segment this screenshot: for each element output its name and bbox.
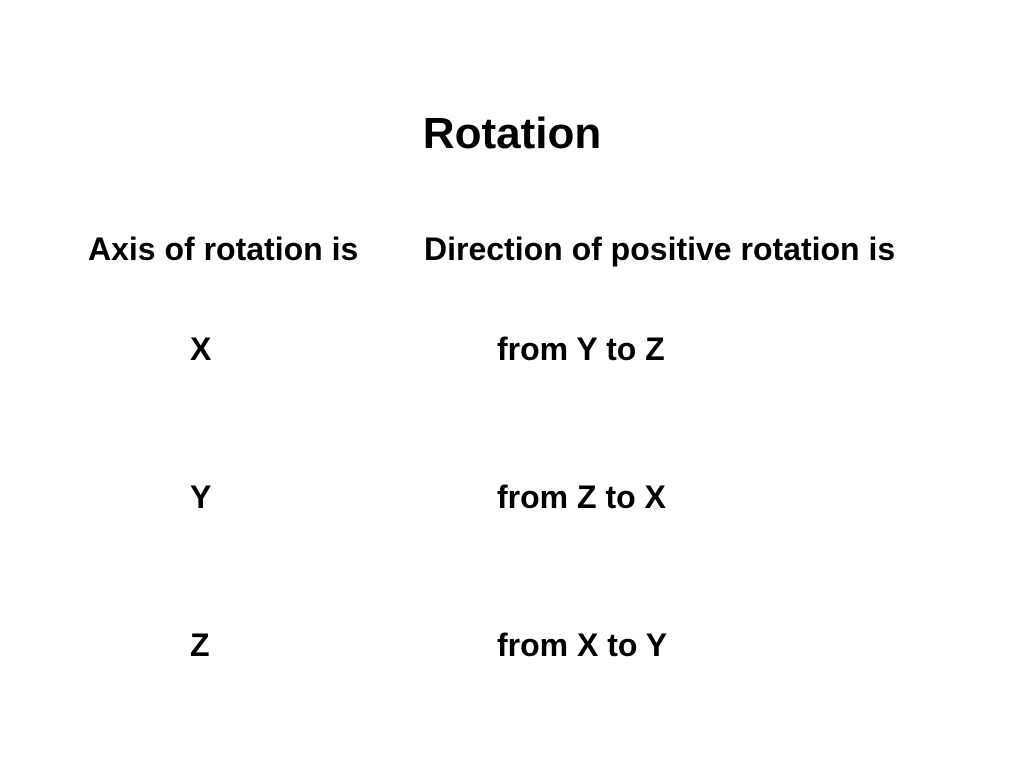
slide-title: Rotation [422,109,602,158]
row-direction-y: from Z to X [497,479,666,515]
column-header-axis: Axis of rotation is [88,231,359,267]
row-axis-z: Z [190,627,210,663]
row-direction-z: from X to Y [497,627,668,663]
row-axis-x: X [190,331,212,367]
row-direction-x: from Y to Z [497,331,665,367]
column-header-direction: Direction of positive rotation is [424,231,896,267]
row-axis-y: Y [190,479,212,515]
